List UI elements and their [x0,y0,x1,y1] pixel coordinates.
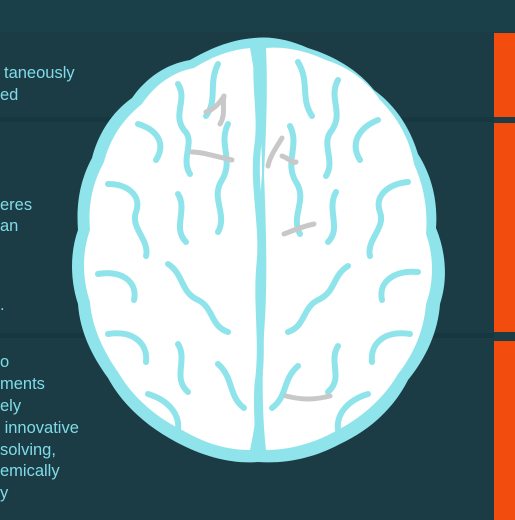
text-line: eres [0,196,33,214]
brain-gyri-left [95,61,247,433]
text-line: an [0,217,19,235]
text-line: taneously [4,64,75,82]
orange-accent-bar [494,123,515,332]
orange-accent-bar [494,33,515,117]
text-line: innovative [0,419,79,437]
brain-icon [72,37,445,463]
text-line: emically [0,462,60,480]
orange-accent-bar [494,341,515,520]
brain-fissure [252,46,265,458]
text-line: o [0,353,10,371]
text-line: y [0,484,9,502]
text-line: solving, [0,441,56,459]
brain-gyri-right [269,59,421,433]
brain-left-hemisphere [84,48,262,450]
text-line: ments [0,375,45,393]
brain-shade-marks [189,93,333,402]
top-band [0,0,515,32]
text-line: . [0,296,5,314]
text-line: ely [0,397,22,415]
text-line: ed [0,86,19,104]
brain-right-hemisphere [262,47,432,451]
